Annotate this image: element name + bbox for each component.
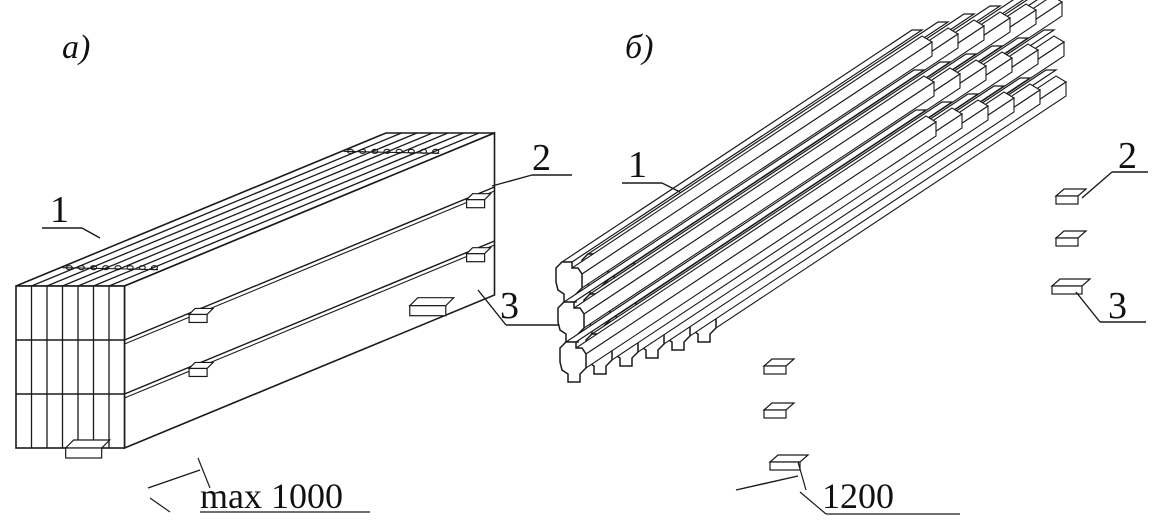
spacer-block [763,365,787,375]
beam-top-edge-line [46,132,418,287]
beam-top-edge-line [31,132,402,287]
spacer-block [1055,195,1079,205]
support-beam [64,439,112,449]
support-beam [408,297,456,307]
figure-b-dimension: 1200 [735,461,960,516]
lifting-loop-icon [371,148,379,154]
beam-top-edge-line [108,132,480,287]
support-beam [65,447,103,459]
lifting-loop-icon [126,265,134,271]
figure-a-callout-1-text: 1 [50,189,69,231]
lifting-loop-icon [102,265,110,271]
figure-b-profile-beam-stack [555,0,1092,471]
layer-gap-line [124,186,495,341]
spacer-block [466,199,486,209]
spacer-block [1054,230,1088,239]
beam-top-edge-line [93,132,464,287]
support-beam [1051,285,1083,295]
support-beam [409,305,447,317]
profile-beam-end [557,301,585,343]
figure-a-callout-1: 1 [42,189,101,239]
figure-a-dimension-text: max 1000 [200,476,343,516]
figure-b-callout-1-text: 1 [628,144,647,186]
figure-b-dimension-text: 1200 [822,476,894,516]
figure-b-label: б) [625,29,653,66]
spacer-block [762,358,796,367]
figure-a-callout-3: 3 [477,285,560,327]
figure-a-label: а) [62,29,90,66]
spacer-block [466,253,486,263]
spacer-block [762,402,796,411]
layer-gap-line [124,240,495,395]
spacer-block [763,409,787,419]
spacer-block [1055,237,1079,247]
figure-a-callout-2: 2 [491,137,572,187]
figure-a-dimension: max 1000 [147,457,370,516]
lifting-loop-icon [90,265,98,271]
support-beam [769,461,801,471]
beam-top-edge-line [77,132,449,287]
figure-b-callout-2: 2 [1081,135,1148,199]
support-beam [768,454,810,463]
beam-stack-front-face [15,285,126,449]
figure-b-callout-2-text: 2 [1118,135,1137,177]
figure-b-callout-3: 3 [1075,285,1146,327]
lifting-loop-icon [395,148,403,154]
profile-beam-end [555,261,583,303]
figure-a-rect-beam-stack [15,131,496,459]
spacer-block [1054,188,1088,197]
profile-beam-end [559,341,587,383]
figure-b-callout-3-text: 3 [1108,285,1127,327]
lifting-loop-icon [407,148,415,154]
spacer-block [188,313,208,324]
lifting-strap-line [343,150,440,154]
spacer-block [188,367,208,378]
figure-b-callout-1: 1 [622,144,681,193]
beam-top-edge-line [62,132,433,287]
figure-a-callout-2-text: 2 [532,137,551,179]
lifting-strap-line [62,267,159,271]
layer-gap-line [124,190,495,345]
support-beam [1050,278,1092,287]
layer-gap-line [124,244,495,399]
lifting-loop-icon [383,148,391,154]
figure-a-callout-3-text: 3 [500,285,519,327]
lifting-loop-icon [114,265,122,271]
